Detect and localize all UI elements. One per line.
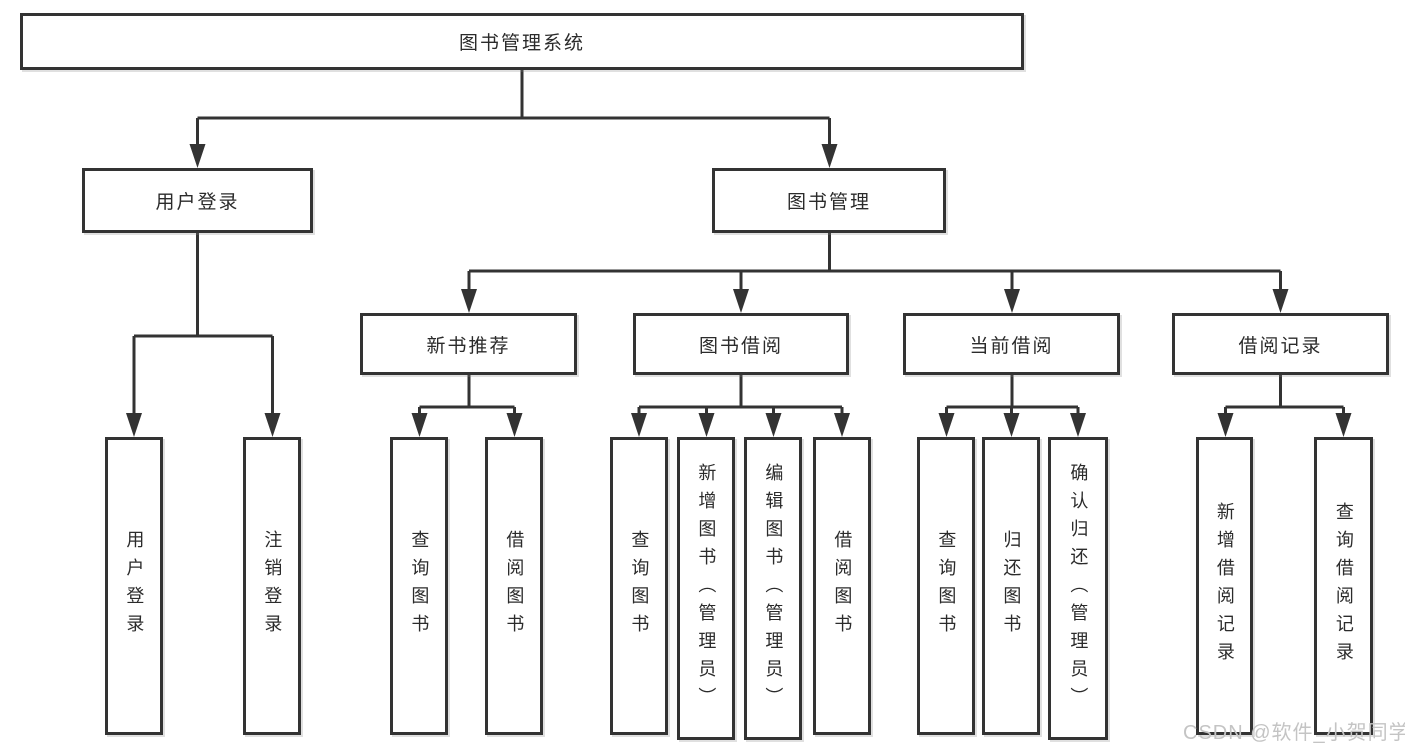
- node-borrow-record: 借阅记录: [1172, 313, 1389, 375]
- node-book-borrow: 图书借阅: [633, 313, 849, 375]
- node-current-borrow: 当前借阅: [903, 313, 1120, 375]
- leaf-confirm-return-admin: 确认归还（管理员）: [1048, 437, 1108, 740]
- branch-lines: [132, 70, 1345, 415]
- leaf-query-book: 查询图书: [917, 437, 975, 735]
- node-book-management-system: 图书管理系统: [20, 13, 1024, 70]
- node-user-login: 用户登录: [82, 168, 313, 233]
- leaf-edit-book-admin: 编辑图书（管理员）: [744, 437, 802, 740]
- leaf-return-book: 归还图书: [982, 437, 1040, 735]
- arrowheads: [126, 144, 1352, 437]
- leaf-query-borrow-record: 查询借阅记录: [1314, 437, 1373, 735]
- csdn-watermark: CSDN @软件_小贺同学: [1183, 722, 1405, 744]
- leaf-query-book: 查询图书: [390, 437, 448, 735]
- leaf-borrow-book: 借阅图书: [813, 437, 871, 735]
- leaf-query-book: 查询图书: [610, 437, 668, 735]
- leaf-borrow-book: 借阅图书: [485, 437, 543, 735]
- leaf-add-book-admin: 新增图书（管理员）: [677, 437, 735, 740]
- node-book-management: 图书管理: [712, 168, 946, 233]
- leaf-user-login: 用户登录: [105, 437, 163, 735]
- leaf-logout: 注销登录: [243, 437, 301, 735]
- leaf-add-borrow-record: 新增借阅记录: [1196, 437, 1253, 735]
- node-new-book-recommend: 新书推荐: [360, 313, 577, 375]
